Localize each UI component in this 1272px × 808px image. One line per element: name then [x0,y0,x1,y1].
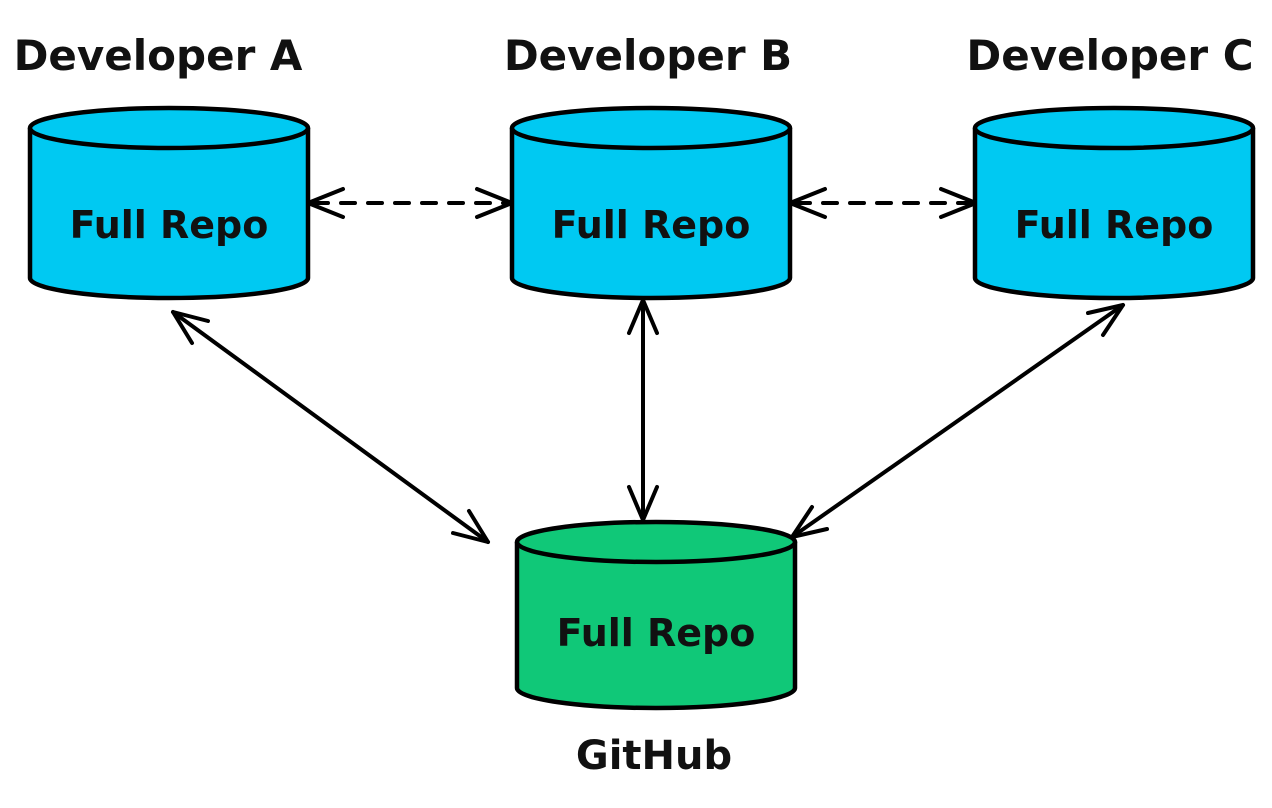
cylinder-body [972,128,1256,301]
github-label: GitHub [576,733,732,779]
edge-line [171,310,490,544]
node-developer-a: Developer A Full Repo [14,31,311,301]
edge-developer-b-developer-c [788,187,978,219]
edge-line [790,303,1125,539]
cylinder-top [972,105,1256,151]
cylinder-top [27,105,311,151]
edge-developer-a-developer-b [306,187,514,219]
node-developer-b: Developer B Full Repo [504,31,793,301]
developer-a-label: Developer A [14,31,303,80]
arrowhead-down-icon [790,505,829,539]
cylinder-top [509,105,793,151]
node-developer-c: Developer C Full Repo [966,31,1256,301]
edge-developer-b-github [627,298,659,522]
repo-label: Full Repo [557,611,756,655]
node-github: Full Repo GitHub [514,519,798,779]
repo-label: Full Repo [1015,203,1214,247]
edge-developer-a-github [171,310,490,544]
developer-b-label: Developer B [504,31,792,80]
arrowhead-up-icon [1086,303,1125,337]
arrowhead-up-icon [171,310,210,345]
edge-developer-c-github [790,303,1125,539]
repo-label: Full Repo [552,203,751,247]
repo-label: Full Repo [70,203,269,247]
cylinder-top [514,519,798,565]
arrowhead-down-icon [451,509,490,544]
cylinder-body [509,128,793,301]
cylinder-body [27,128,311,301]
developer-c-label: Developer C [966,31,1253,80]
cylinder-body [514,542,798,711]
